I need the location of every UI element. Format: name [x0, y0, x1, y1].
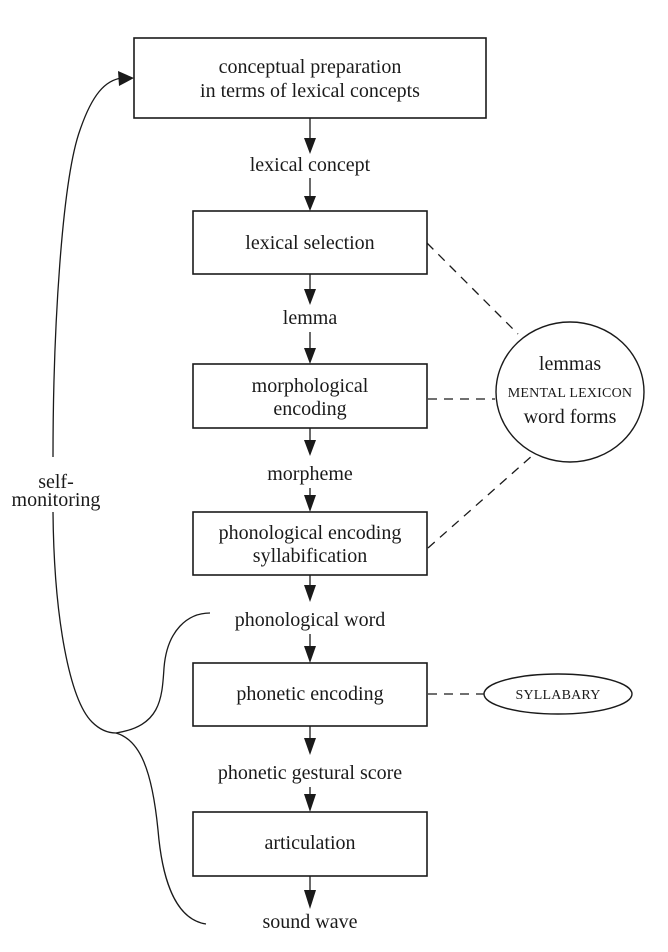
output-phonological-word: phonological word — [235, 609, 386, 631]
stage-label: encoding — [273, 398, 346, 420]
stage-label: syllabification — [253, 545, 367, 567]
arrow-head — [304, 794, 316, 812]
arrow-head — [304, 440, 316, 456]
stage-box — [192, 662, 428, 727]
flow-arrows — [304, 118, 316, 909]
arrow-head — [304, 738, 316, 755]
arrow-head — [304, 495, 316, 512]
stage-label: conceptual preparation — [219, 56, 402, 78]
mental-lexicon-circle — [495, 321, 645, 463]
stage-box — [133, 37, 487, 119]
self-monitoring-label-line1: self- — [38, 471, 74, 493]
stage-label: phonological encoding — [219, 522, 402, 544]
self-monitoring-loop: self- monitoring — [12, 71, 211, 925]
stage-label: morphological — [252, 375, 369, 397]
lexicon-connectors — [426, 242, 534, 695]
arrow-head — [304, 890, 316, 909]
lexicon-title: MENTAL LEXICON — [508, 386, 632, 401]
lexicon-lemmas-label: lemmas — [539, 353, 601, 375]
stage-phonetic: phonetic encoding — [192, 662, 428, 727]
stage-articulation: articulation — [192, 811, 428, 877]
syllabary-ellipse — [483, 673, 633, 715]
monitoring-lower-curve — [52, 511, 117, 734]
output-morpheme: morpheme — [267, 463, 353, 485]
arrow-head — [304, 348, 316, 364]
arrow-head — [304, 585, 316, 602]
brace-lower-branch — [115, 732, 207, 925]
monitoring-arrow-head — [118, 71, 134, 86]
monitoring-feedback-curve — [52, 77, 123, 458]
syllabary: SYLLABARY — [483, 673, 633, 715]
dashed-connector — [426, 242, 519, 335]
stage-label: phonetic encoding — [236, 683, 383, 705]
stage-box — [192, 811, 428, 877]
output-sound-wave: sound wave — [263, 911, 358, 933]
arrow-head — [304, 646, 316, 663]
dashed-connector — [427, 454, 534, 549]
stage-label: lexical selection — [245, 232, 374, 254]
stage-label: in terms of lexical concepts — [200, 80, 420, 102]
stage-morphological: morphological encoding — [192, 363, 428, 429]
self-monitoring-label-line2: monitoring — [12, 489, 101, 511]
stage-label: articulation — [264, 832, 355, 854]
stage-box — [192, 511, 428, 576]
stage-box — [192, 210, 428, 275]
stage-phonological: phonological encoding syllabification — [192, 511, 428, 576]
output-lemma: lemma — [283, 307, 338, 329]
arrow-head — [304, 138, 316, 154]
brace-upper-branch — [115, 612, 211, 734]
stage-conceptual: conceptual preparation in terms of lexic… — [133, 37, 487, 119]
stage-lexical-selection: lexical selection — [192, 210, 428, 275]
arrow-head — [304, 196, 316, 211]
arrow-head — [304, 289, 316, 305]
output-phonetic-gestural-score: phonetic gestural score — [218, 762, 402, 784]
mental-lexicon: lemmas MENTAL LEXICON word forms — [495, 321, 645, 463]
stage-box — [192, 363, 428, 429]
syllabary-label: SYLLABARY — [515, 688, 600, 703]
lexicon-word-forms-label: word forms — [524, 406, 617, 428]
output-lexical-concept: lexical concept — [250, 154, 371, 176]
stage-outputs: lexical concept lemma morpheme phonologi… — [218, 154, 402, 933]
